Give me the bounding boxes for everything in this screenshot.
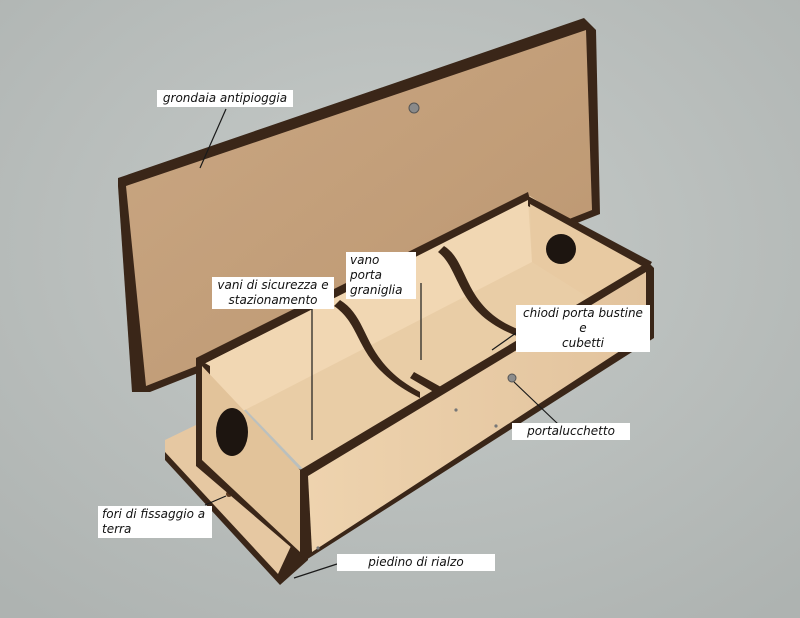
label-portalucchetto: portalucchetto: [512, 423, 630, 440]
label-piedino-di-rialzo: piedino di rialzo: [337, 554, 495, 571]
left-entry-hole-icon: [216, 408, 248, 456]
leader-lines: [199, 108, 559, 579]
divider-2: [438, 246, 522, 338]
label-chiodi-porta-bustine: chiodi porta bustine e cubetti: [516, 305, 650, 352]
label-vano-porta-graniglia: vano porta graniglia: [346, 252, 416, 299]
label-fori-di-fissaggio: fori di fissaggio a terra: [98, 506, 212, 538]
lid-screw-icon: [408, 102, 420, 114]
divider-1: [334, 300, 420, 398]
right-entry-hole-icon: [546, 234, 576, 264]
padlock-ring-icon: [507, 373, 517, 383]
box-interior: [200, 196, 640, 472]
label-vani-di-sicurezza: vani di sicurezza e stazionamento: [212, 277, 334, 309]
label-grondaia-antipioggia: grondaia antipioggia: [157, 90, 293, 107]
